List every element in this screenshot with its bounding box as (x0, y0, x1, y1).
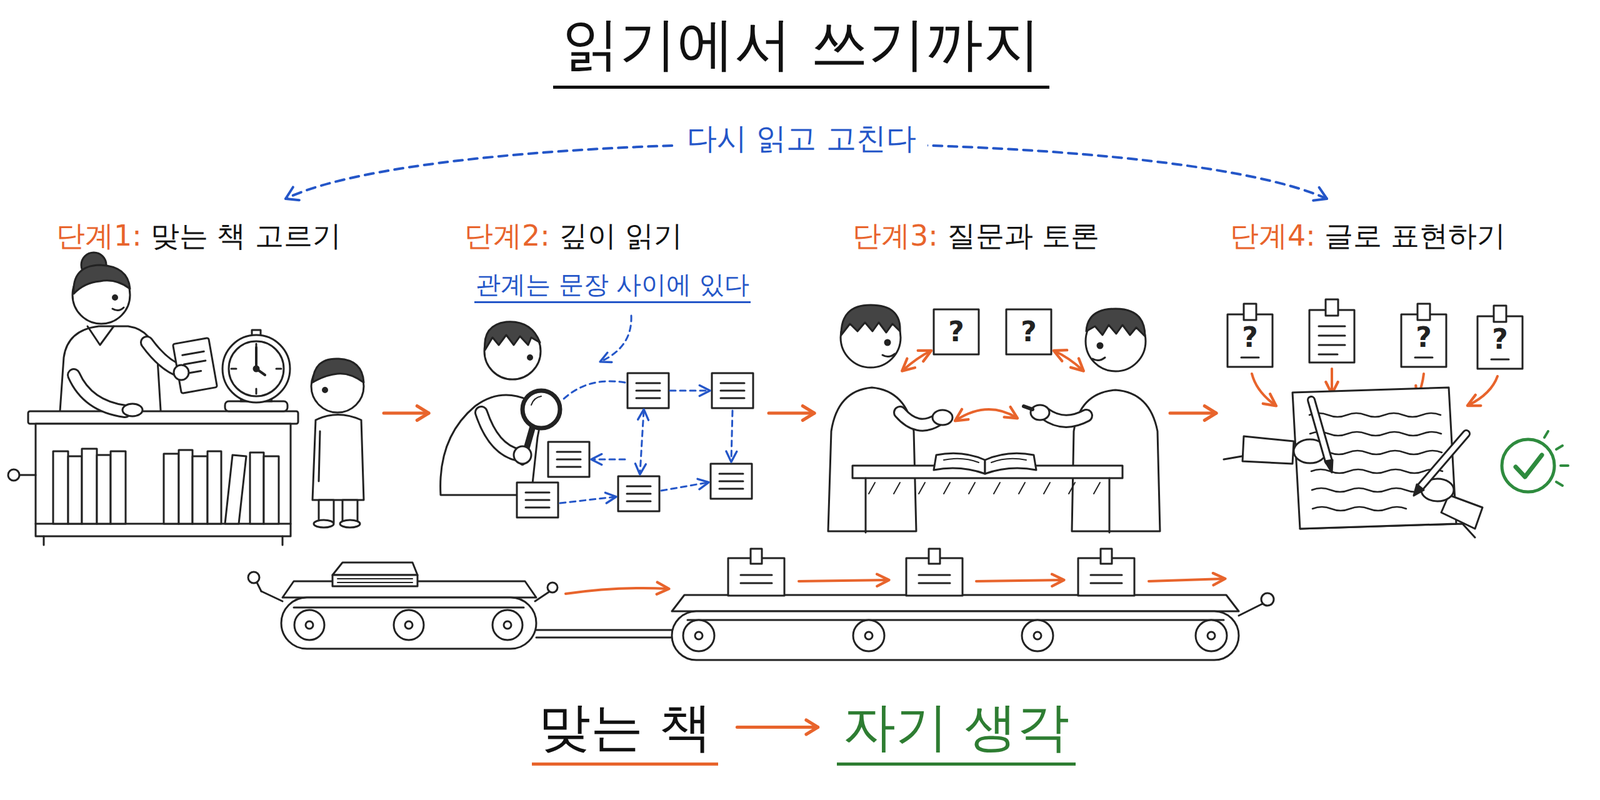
step-number: 단계2: (464, 218, 550, 253)
connector-line (1170, 411, 1217, 415)
question-cards (933, 309, 1052, 355)
question-mark: ? (948, 318, 965, 346)
step-title: 글로 표현하기 (1324, 218, 1507, 253)
step-title: 질문과 토론 (946, 218, 1100, 253)
arrow-head (806, 720, 819, 735)
conveyor-left (248, 562, 558, 649)
result-word: 자기 생각 (836, 696, 1077, 766)
step-title: 깊이 읽기 (558, 218, 684, 253)
table-with-book (852, 453, 1123, 533)
check-mark (1501, 431, 1569, 492)
connector-line (768, 411, 815, 415)
step-number: 단계3: (852, 218, 939, 253)
stage-panel: 단계1:맞는 책 고르기 (12, 198, 383, 544)
clock (222, 330, 290, 412)
arrow-head (1204, 406, 1217, 421)
relation-arrows (560, 315, 733, 504)
stage-heading: 단계3:질문과 토론 (852, 218, 1100, 254)
conveyor-arrows (565, 578, 1224, 594)
teacher-figure (59, 252, 218, 420)
conveyor-right (671, 548, 1274, 660)
arrow-head (1313, 187, 1327, 201)
reader-figure (440, 321, 560, 495)
bookshelf (8, 411, 299, 545)
stage-heading: 단계1:맞는 책 고르기 (56, 218, 342, 254)
stage-heading: 단계4:글로 표현하기 (1230, 218, 1506, 254)
stage-panel: 단계3:질문과 토론 (815, 198, 1169, 544)
word-text: 맞는 책 (538, 696, 713, 758)
diagram-title: 읽기에서 쓰기까지 (553, 12, 1049, 89)
question-mark: ? (1020, 318, 1037, 346)
question-mark: ? (1491, 325, 1509, 354)
word-text: 자기 생각 (843, 696, 1070, 758)
connector-line (383, 411, 429, 415)
question-mark: ? (1415, 323, 1432, 352)
result-word: 맞는 책 (531, 696, 719, 766)
flow-arrow (1170, 406, 1217, 421)
resting-hand (73, 375, 143, 417)
arrow-head (416, 406, 429, 421)
flow-arrow (768, 406, 815, 421)
edge-label: 다시 읽고 고친다 (675, 120, 928, 157)
stage-panel: 단계4:글로 표현하기 (1217, 198, 1588, 544)
question-mark: ? (1241, 323, 1259, 352)
step-title: 맞는 책 고르기 (150, 218, 342, 253)
stage-panel: 단계2:깊이 읽기 (430, 198, 768, 544)
writing-desk (1223, 387, 1483, 538)
stage-heading: 단계2:깊이 읽기 (464, 218, 683, 254)
sentence-cards (516, 373, 754, 518)
discussion-arrows (903, 351, 1083, 420)
annotation-note: 관계는 문장 사이에 있다 (474, 270, 751, 304)
arrow-head (802, 406, 815, 421)
connector-line (736, 725, 818, 729)
note-cards (1227, 299, 1523, 369)
flow-arrow (383, 406, 429, 421)
conveyor-link (536, 630, 672, 638)
step-number: 단계1: (56, 218, 142, 253)
arrow-head (285, 186, 300, 200)
child-figure (311, 358, 364, 528)
flow-arrow (736, 720, 818, 735)
step-number: 단계4: (1230, 218, 1316, 253)
